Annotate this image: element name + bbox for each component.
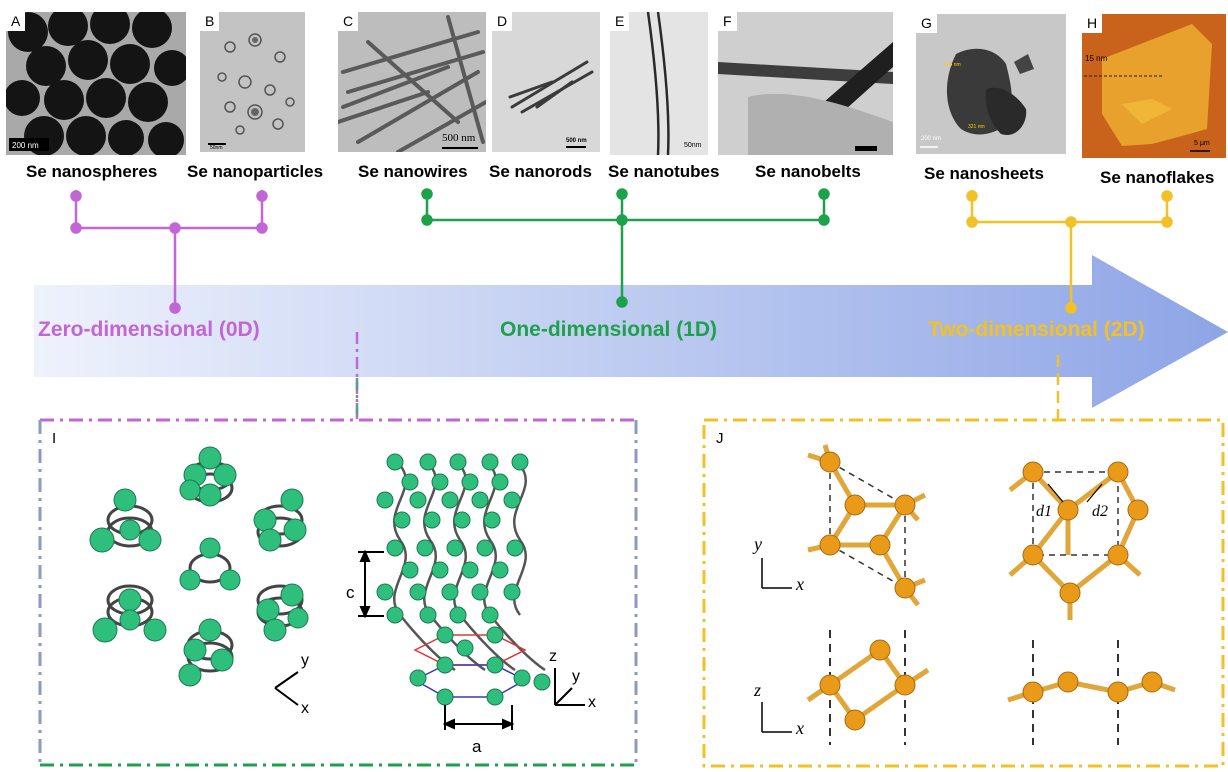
dimension-arrow	[34, 255, 1228, 408]
panel-a-scale: 200 nm	[12, 141, 39, 150]
panel-e-letter: E	[610, 12, 630, 31]
panel-b-letter: B	[200, 12, 220, 31]
caption-nanosheets: Se nanosheets	[924, 164, 1044, 183]
panel-a-letter: A	[6, 12, 26, 31]
caption-nanospheres: Se nanospheres	[26, 162, 158, 181]
panel-f-image: F	[718, 12, 893, 155]
panel-b-image: B 50nm	[200, 12, 305, 152]
box-i-axis-y-right: y	[572, 668, 580, 685]
caption-nanorods: Se nanorods	[489, 162, 592, 181]
panel-f-letter: F	[718, 12, 737, 31]
panel-h-letter: H	[1082, 14, 1103, 33]
box-i-frame	[38, 418, 638, 767]
box-i-letter: I	[52, 430, 57, 447]
layer-bottom-right	[1007, 640, 1176, 745]
box-j-axis-x-bottom: x	[796, 718, 804, 738]
box-j-axis-y: y	[754, 534, 762, 554]
zero-d-connector	[70, 190, 268, 314]
caption-nanoparticles: Se nanoparticles	[187, 162, 324, 181]
layer-top-left	[761, 444, 927, 607]
panel-c-scale: 500 nm	[442, 132, 476, 144]
panel-d-scale: 500 nm	[566, 138, 587, 144]
panel-h-annot-1: 15 nm	[1085, 54, 1108, 63]
box-i-c-label: c	[346, 583, 355, 602]
panel-g-annot-1: 543 nm	[944, 62, 961, 68]
panel-d-image: D 500 nm	[492, 12, 600, 152]
box-i-axis-x-right: x	[588, 694, 596, 711]
panel-g-annot-2: 321 nm	[968, 124, 985, 130]
helix-chain-view	[358, 453, 585, 730]
panel-e-image: E 50nm	[610, 12, 708, 155]
box-j-letter: J	[716, 430, 724, 447]
box-j-d1-label: d1	[1036, 503, 1052, 520]
panel-b-scale: 50nm	[210, 145, 223, 151]
panel-h-image: H 15 nm 5 μm	[1082, 14, 1226, 158]
caption-nanotubes: Se nanotubes	[608, 162, 720, 181]
panel-g-scale: 200 nm	[921, 136, 942, 142]
box-j-d2-label: d2	[1092, 503, 1108, 520]
label-two-dimensional: Two-dimensional (2D)	[928, 318, 1145, 341]
panel-h-scale: 5 μm	[1194, 140, 1210, 147]
box-i-axis-x-left: x	[301, 700, 309, 717]
box-i-axis-y-left: y	[301, 652, 309, 669]
label-one-dimensional: One-dimensional (1D)	[500, 318, 718, 341]
label-zero-dimensional: Zero-dimensional (0D)	[38, 318, 260, 341]
panel-c-image: C 500 nm	[338, 12, 486, 152]
box-i-axis-z: z	[549, 648, 557, 665]
caption-nanowires: Se nanowires	[358, 162, 468, 181]
layer-bottom-left	[761, 630, 930, 745]
panel-g-letter: G	[916, 14, 937, 33]
panel-d-letter: D	[492, 12, 513, 31]
panel-e-scale: 50nm	[684, 142, 702, 149]
two-d-connector	[966, 190, 1173, 314]
box-j-axis-x-top: x	[796, 574, 804, 594]
panel-a-image: A 200 nm	[6, 12, 186, 155]
box-j-axis-z: z	[754, 680, 762, 700]
box-i-a-label: a	[472, 737, 482, 756]
box-j-frame	[702, 418, 1225, 768]
caption-nanobelts: Se nanobelts	[755, 162, 861, 181]
helix-end-view	[89, 446, 309, 706]
panel-c-letter: C	[338, 12, 359, 31]
one-d-connector	[421, 188, 830, 308]
layer-top-right	[1008, 461, 1149, 620]
panel-g-image: G 543 nm 321 nm 200 nm	[916, 14, 1066, 154]
caption-nanoflakes: Se nanoflakes	[1100, 168, 1215, 187]
